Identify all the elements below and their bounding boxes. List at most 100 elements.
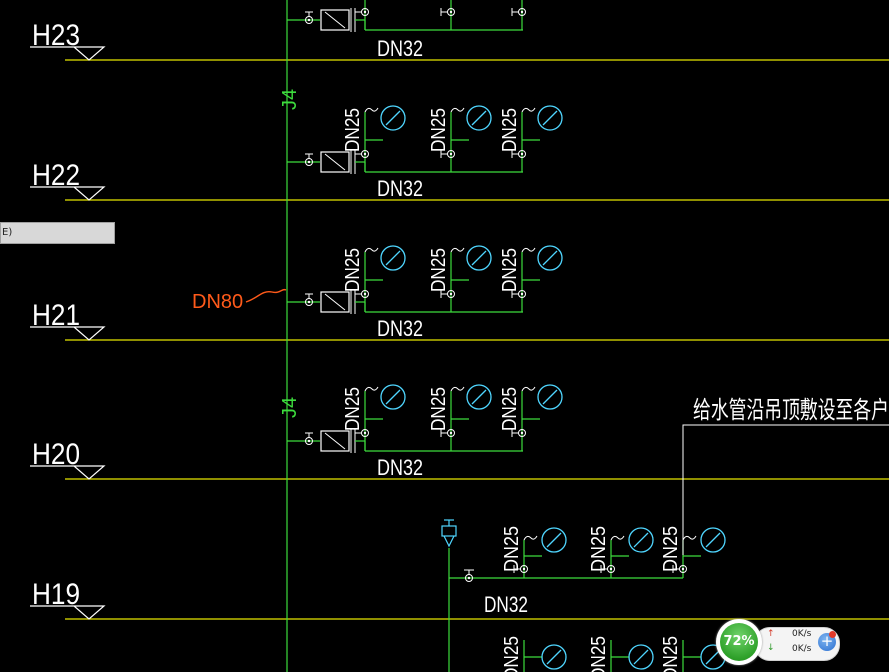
level-markers [30, 46, 106, 620]
gauge-icon [628, 527, 654, 553]
valve-dot [307, 18, 311, 22]
water-meter-icon [320, 9, 350, 31]
branch-label: DN32 [377, 176, 423, 201]
fixture-label: DN25 [342, 387, 364, 431]
speed-gauge[interactable]: 72% [716, 619, 762, 665]
hose-end [521, 247, 536, 253]
hose-end [364, 107, 379, 113]
fixture-label: DN25 [588, 636, 610, 672]
gauge-needle [633, 532, 649, 548]
gauge-needle [546, 532, 562, 548]
valve-dot [449, 431, 453, 435]
notification-dot [829, 631, 836, 638]
gauge-icon [537, 384, 563, 410]
hose-end [682, 535, 697, 541]
note-text: 给水管沿吊顶敷设至各户 [693, 396, 889, 424]
water-meter-icon [320, 151, 350, 173]
valve-dot [307, 439, 311, 443]
riser-label: J4 [279, 397, 301, 418]
level-lines [65, 59, 889, 620]
fixture-label: DN25 [660, 636, 682, 672]
valve-dot [307, 160, 311, 164]
valve-dot [520, 431, 524, 435]
valve-dot [449, 152, 453, 156]
gauge-icon [466, 105, 492, 131]
gauge-icon [537, 105, 563, 131]
gauge-icon [700, 527, 726, 553]
download-rate: 0K/s [792, 644, 812, 654]
air-valve-body [443, 535, 455, 548]
hose-end [450, 247, 465, 253]
fixture-label: DN25 [660, 526, 682, 572]
gauge-icon [380, 384, 406, 410]
hose-end [521, 107, 536, 113]
gauge-needle [542, 389, 558, 405]
valve-dot [681, 567, 685, 571]
fixture-label: DN25 [588, 526, 610, 572]
gauge-needle [546, 649, 562, 665]
gauge-needle [471, 389, 487, 405]
fixture-label: DN25 [501, 526, 523, 572]
valve-dot [467, 576, 471, 580]
valve-dot [363, 431, 367, 435]
level-label: H20 [32, 438, 80, 471]
gauge-needle [542, 110, 558, 126]
water-meter-mark [324, 11, 346, 29]
level-label: H19 [32, 578, 80, 611]
valve-dot [363, 152, 367, 156]
fixture-label: DN25 [499, 108, 521, 152]
riser-label: J4 [279, 89, 301, 110]
fixture-label: DN25 [428, 248, 450, 292]
fixture-label: DN25 [428, 387, 450, 431]
valve-dot [520, 10, 524, 14]
gauge-needle [633, 649, 649, 665]
fixture-label: DN25 [342, 108, 364, 152]
gauge-needle [385, 250, 401, 266]
level-marker-h21 [30, 326, 106, 341]
gauge-icon [466, 384, 492, 410]
branch-label: DN32 [377, 316, 423, 341]
hose-end [521, 386, 536, 392]
level-label: H21 [32, 299, 80, 332]
water-meter-mark [324, 293, 346, 311]
level-marker-h19 [30, 605, 106, 620]
gauge-icon [466, 245, 492, 271]
gauge-needle [471, 110, 487, 126]
hose-end [610, 535, 625, 541]
hose-end [450, 107, 465, 113]
branch-label: DN32 [377, 455, 423, 480]
level-marker-h22 [30, 186, 106, 201]
water-meter-mark [324, 432, 346, 450]
speed-percent: 72% [720, 623, 758, 661]
gauge-icon [537, 245, 563, 271]
valve-dot [449, 292, 453, 296]
gauge-needle [385, 389, 401, 405]
level-marker-h20 [30, 465, 106, 480]
note-leader-line [682, 424, 889, 555]
level-label: H23 [32, 19, 80, 52]
water-meter-icon [320, 430, 350, 452]
hose-end [523, 535, 538, 541]
air-valve-icon [441, 525, 457, 537]
branch-label: DN32 [377, 36, 423, 61]
gauge-icon [380, 105, 406, 131]
valve-dot [522, 567, 526, 571]
level-label: H22 [32, 159, 80, 192]
valve-dot [449, 10, 453, 14]
fixture-label: DN25 [499, 248, 521, 292]
gauge-icon [380, 245, 406, 271]
gauge-needle [471, 250, 487, 266]
branch-label: DN32 [484, 592, 528, 617]
command-tab[interactable]: E) [0, 222, 115, 244]
command-tab-label: E) [2, 227, 13, 238]
gauge-needle [542, 250, 558, 266]
hose-end [364, 247, 379, 253]
gauge-icon [541, 527, 567, 553]
valve-dot [520, 292, 524, 296]
valve-dot [363, 292, 367, 296]
network-speed-widget[interactable]: ↑ ↓ 0K/s 0K/s + 72% [716, 619, 840, 667]
fixture-label: DN25 [501, 636, 523, 672]
level-marker-h23 [30, 46, 106, 61]
